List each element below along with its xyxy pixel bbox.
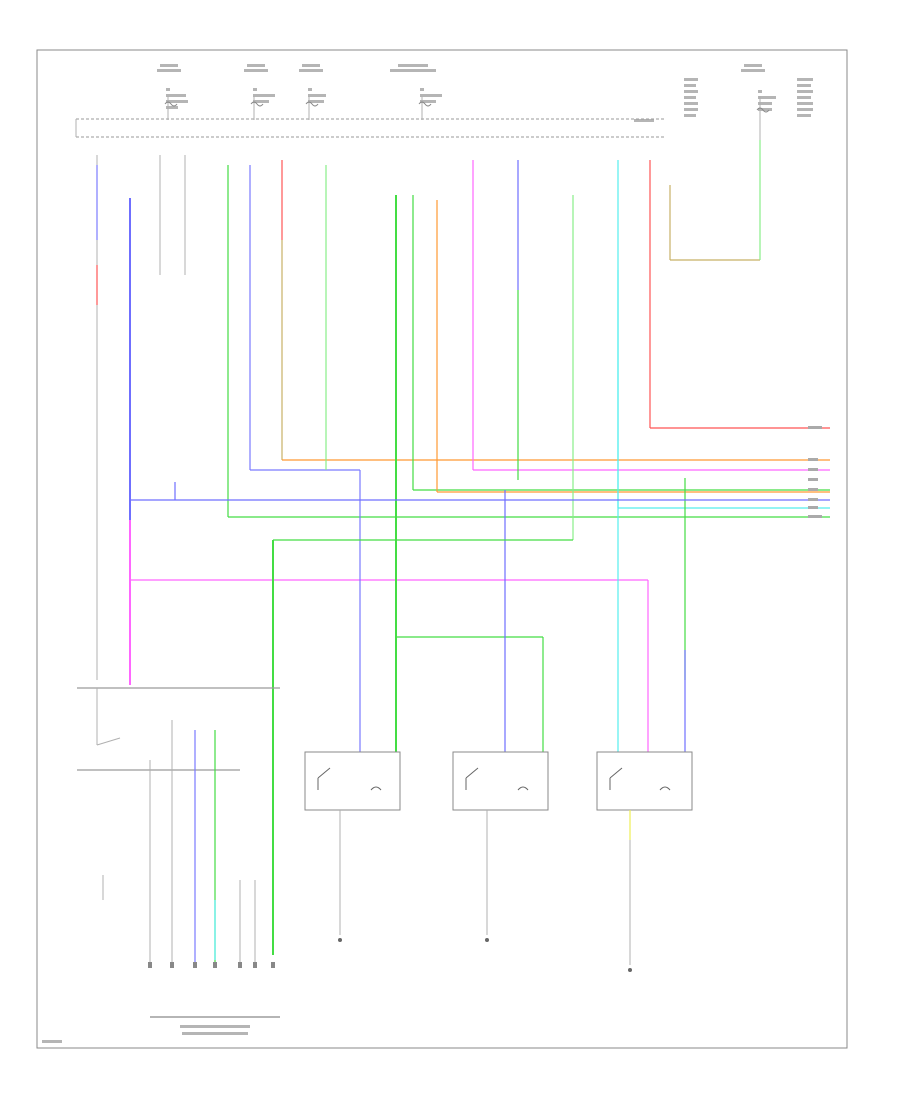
power-source-labels (157, 64, 813, 122)
wire-blue-trunk (129, 198, 649, 755)
diagram-frame (36, 49, 848, 1049)
wire-red-650 (649, 160, 830, 429)
wire-olive-670 (669, 140, 761, 261)
right-connector-labels (808, 426, 822, 518)
control-unit (77, 687, 280, 1035)
wire-orange-437 (436, 200, 830, 493)
wire-green-573 (272, 195, 574, 955)
wire-blue-horizontal (130, 482, 830, 501)
wire-cyan-618 (617, 160, 830, 755)
wire-red-282 (281, 160, 830, 461)
wire-blue-518 (504, 160, 519, 755)
junction-block-bus (75, 96, 761, 140)
wire-green-228 (227, 165, 830, 518)
wire-pink-473 (472, 160, 830, 471)
relay-3 (596, 751, 693, 972)
connector-icon (148, 962, 275, 968)
wire-gray-stubs (159, 155, 186, 275)
relay-2 (452, 751, 549, 942)
relay-1 (304, 751, 401, 942)
wire-violet-250 (249, 165, 361, 755)
wire-green-main (395, 195, 830, 755)
fuse-icon (164, 101, 770, 113)
